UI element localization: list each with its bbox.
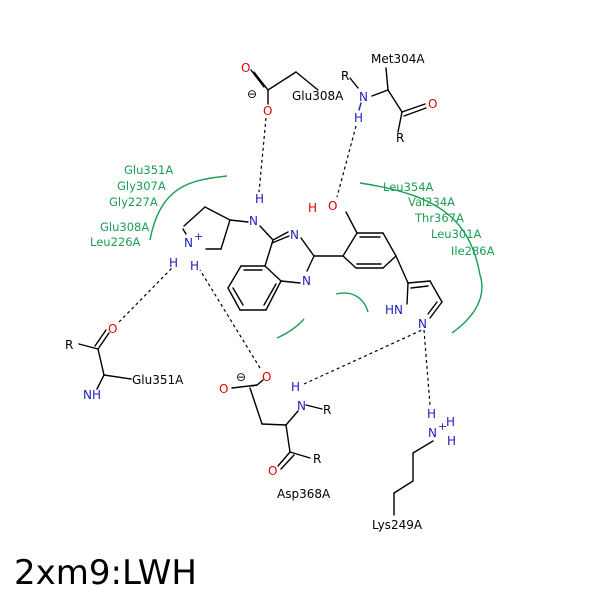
label-left-glu308: Glu308A <box>100 220 149 234</box>
label-pyrazole-n: N <box>418 317 427 331</box>
label-quinazoline-n1: N <box>290 228 299 242</box>
label-glu351-nh: NH <box>83 388 101 402</box>
label-left-gly227: Gly227A <box>109 195 158 209</box>
label-met304-n: N <box>359 90 368 104</box>
label-glu308-o2: O <box>263 104 272 118</box>
label-asp368: Asp368A <box>277 487 331 501</box>
ligand-phenol <box>342 211 409 284</box>
label-quinazoline-n3: N <box>302 274 311 288</box>
label-lys249-n: N <box>428 426 437 440</box>
label-right-ile286: Ile286A <box>451 244 495 258</box>
label-glu351-o: O <box>108 322 117 336</box>
ligand-pyrrolidine <box>182 206 249 250</box>
label-ligand-oh-o: O <box>328 199 337 213</box>
label-glu308-minus: ⊖ <box>247 87 257 101</box>
label-pyrrolidine-h2: H <box>190 259 199 273</box>
label-met304-o: O <box>428 97 437 111</box>
label-glu351-r: R <box>65 338 73 352</box>
hbond-glu351-pyrrolidine <box>118 267 173 323</box>
residue-glu351-lower <box>78 329 132 390</box>
label-lys249-h2: H <box>446 415 455 429</box>
label-asp368-o1: O <box>262 370 271 384</box>
label-right-leu301: Leu301A <box>431 227 482 241</box>
label-pyrrolidine-plus: + <box>194 230 203 243</box>
label-lys249-h3: H <box>447 434 456 448</box>
residue-met304 <box>349 67 427 133</box>
hbond-asp368-pyrrolidine <box>199 269 261 369</box>
label-pyrazole-hn: HN <box>385 303 403 317</box>
label-ligand-oh-h: H <box>308 201 317 215</box>
label-glu308-top: Glu308A <box>292 89 344 103</box>
label-asp368-o3: O <box>268 464 277 478</box>
label-met304-r1: R <box>341 69 349 83</box>
label-met304: Met304A <box>371 52 425 66</box>
label-asp368-r1: R <box>323 403 331 417</box>
label-right-thr367: Thr367A <box>414 211 464 225</box>
hydrophobic-arc-left <box>149 175 228 241</box>
hbond-asp368-pyrazole <box>303 329 423 385</box>
hbond-glu308-nh <box>258 117 267 193</box>
label-ligand-nh-n: N <box>249 214 258 228</box>
hbond-met304-oh <box>336 125 357 198</box>
label-glu351-lower: Glu351A <box>132 373 184 387</box>
ligand-pyrazole <box>406 280 443 319</box>
hydrophobic-arc-small-2 <box>276 318 305 339</box>
label-right-val234: Val234A <box>408 195 455 209</box>
label-pyrrolidine-h1: H <box>169 256 178 270</box>
ligand-quinazoline <box>227 225 344 311</box>
label-asp368-r2: R <box>313 452 321 466</box>
page-title: 2xm9:LWH <box>14 553 197 593</box>
label-ligand-nh-h: H <box>255 192 264 206</box>
label-asp368-o2: O <box>219 382 228 396</box>
label-glu308-o1: O <box>241 61 250 75</box>
hydrophobic-arc-right <box>359 182 483 334</box>
label-lys249-plus: + <box>438 420 447 433</box>
label-lys249: Lys249A <box>372 518 423 532</box>
residue-lys249 <box>393 440 434 516</box>
label-asp368-minus: ⊖ <box>236 370 246 384</box>
residue-glu308-top <box>250 69 319 105</box>
label-right-leu354: Leu354A <box>383 180 434 194</box>
hydrophobic-arc-small-1 <box>335 292 369 313</box>
label-left-gly307: Gly307A <box>117 179 166 193</box>
residue-asp368 <box>231 379 323 470</box>
label-asp368-n: N <box>297 399 306 413</box>
label-asp368-h: H <box>291 380 300 394</box>
label-met304-r2: R <box>396 131 404 145</box>
label-left-glu351: Glu351A <box>124 163 173 177</box>
label-met304-h: H <box>354 111 363 125</box>
hbond-lys249-pyrazole <box>423 329 431 406</box>
label-left-leu226: Leu226A <box>90 235 141 249</box>
label-lys249-h1: H <box>427 407 436 421</box>
label-pyrrolidine-n: N <box>184 236 193 250</box>
